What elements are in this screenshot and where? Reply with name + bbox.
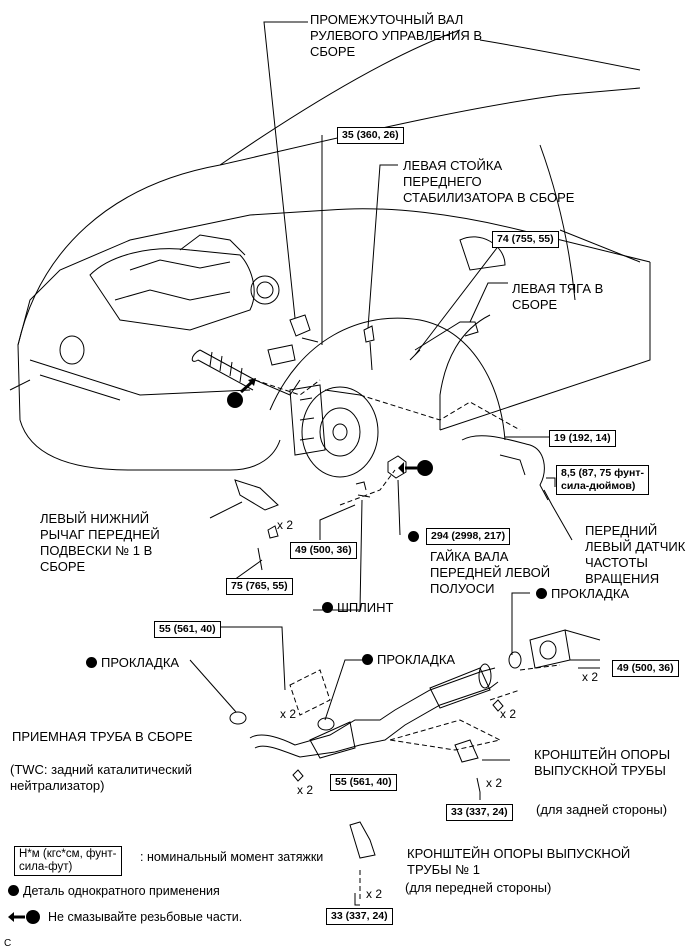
single-use-mark xyxy=(362,654,373,665)
cotter-pin-part xyxy=(355,481,371,498)
torque-box-35: 35 (360, 26) xyxy=(337,127,404,144)
legend-torque-text: : номинальный момент затяжки xyxy=(140,850,324,864)
torque-box-55-top: 55 (561, 40) xyxy=(154,621,221,638)
label-tie-rod: ЛЕВАЯ ТЯГА В СБОРЕ xyxy=(512,281,604,312)
legend-torque-box: Н*м (кгс*см, фунт- сила-фут) xyxy=(14,846,122,876)
car-body-outline xyxy=(9,29,651,471)
label-stabilizer-link: ЛЕВАЯ СТОЙКА ПЕРЕДНЕГО СТАБИЛИЗАТОРА В С… xyxy=(403,158,575,205)
leader-lines xyxy=(189,21,600,906)
speed-sensor-part xyxy=(461,435,549,501)
label-gasket-right: ПРОКЛАДКА xyxy=(536,586,629,602)
single-use-mark xyxy=(536,588,547,599)
multiplier-pipe-bottom: x 2 xyxy=(297,783,314,797)
label-speed-sensor: ПЕРЕДНИЙ ЛЕВЫЙ ДАТЧИК ЧАСТОТЫ ВРАЩЕНИЯ xyxy=(585,523,686,586)
legend-single-use: Деталь однократного применения xyxy=(8,884,220,899)
label-twc: (TWC: задний каталитический нейтрализато… xyxy=(10,762,192,793)
stabilizer-link-part xyxy=(363,325,375,371)
steering-shaft-part xyxy=(289,314,319,343)
no-lube-symbol xyxy=(227,378,256,408)
assembly-guides xyxy=(254,379,561,900)
label-front-bracket: КРОНШТЕЙН ОПОРЫ ВЫПУСКНОЙ ТРУБЫ № 1 xyxy=(407,846,631,877)
label-intermediate-shaft: ПРОМЕЖУТОЧНЫЙ ВАЛ РУЛЕВОГО УПРАВЛЕНИЯ В … xyxy=(310,12,483,59)
label-lower-arm: ЛЕВЫЙ НИЖНИЙ РЫЧАГ ПЕРЕДНЕЙ ПОДВЕСКИ № 1… xyxy=(40,511,160,574)
multiplier-rear-bolt: x 2 xyxy=(486,776,503,790)
label-gasket-mid: ПРОКЛАДКА xyxy=(362,652,455,668)
label-gasket-right-text: ПРОКЛАДКА xyxy=(551,586,630,601)
label-rear-side: (для задней стороны) xyxy=(536,802,668,817)
torque-box-19: 19 (192, 14) xyxy=(549,430,616,447)
label-front-pipe: ПРИЕМНАЯ ТРУБА В СБОРЕ xyxy=(12,729,193,744)
torque-box-75: 75 (765, 55) xyxy=(226,578,293,595)
torque-box-8-5: 8,5 (87, 75 фунт- сила-дюймов) xyxy=(556,465,649,495)
corner-mark: C xyxy=(4,938,12,949)
engine-outline xyxy=(89,234,280,331)
torque-box-55-bottom: 55 (561, 40) xyxy=(330,774,397,791)
torque-box-33-front: 33 (337, 24) xyxy=(326,908,393,925)
no-lube-legend-icon xyxy=(8,910,40,924)
multiplier-cat-right: x 2 xyxy=(582,670,599,684)
multiplier-front-bolt: x 2 xyxy=(366,887,383,901)
brake-hub xyxy=(289,384,379,478)
label-rear-bracket: КРОНШТЕЙН ОПОРЫ ВЫПУСКНОЙ ТРУБЫ xyxy=(534,747,671,778)
legend-single-use-text: Деталь однократного применения xyxy=(23,884,220,898)
torque-box-49-pipe: 49 (500, 36) xyxy=(612,660,679,677)
torque-box-294: 294 (2998, 217) xyxy=(426,528,511,545)
label-gasket-mid-text: ПРОКЛАДКА xyxy=(377,652,456,667)
single-use-mark xyxy=(86,657,97,668)
multiplier-pipe-top: x 2 xyxy=(280,707,297,721)
tie-rod-part xyxy=(409,321,479,361)
torque-box-33-rear: 33 (337, 24) xyxy=(446,804,513,821)
legend-no-lube-text: Не смазывайте резьбовые части. xyxy=(48,910,243,924)
multiplier-cat-nut: x 2 xyxy=(500,707,517,721)
no-lube-symbol xyxy=(398,460,433,476)
label-axle-nut: ГАЙКА ВАЛА ПЕРЕДНЕЙ ЛЕВОЙ ПОЛУОСИ xyxy=(430,549,551,596)
single-use-mark xyxy=(322,602,333,613)
label-gasket-left: ПРОКЛАДКА xyxy=(86,655,179,671)
label-cotter-pin-text: ШПЛИНТ xyxy=(337,600,394,615)
axle-nut-part xyxy=(387,455,407,479)
label-gasket-left-text: ПРОКЛАДКА xyxy=(101,655,180,670)
torque-box-49-cotter: 49 (500, 36) xyxy=(290,542,357,559)
lower-arm-part xyxy=(234,479,279,571)
single-use-mark-axle-nut xyxy=(408,531,419,542)
label-cotter-pin: ШПЛИНТ xyxy=(322,600,393,616)
torque-box-74: 74 (755, 55) xyxy=(492,231,559,248)
multiplier-arm: x 2 xyxy=(277,518,294,532)
label-front-side: (для передней стороны) xyxy=(405,880,552,895)
single-use-mark xyxy=(8,885,19,896)
exhaust-system xyxy=(229,629,601,859)
drive-shaft xyxy=(191,344,301,396)
